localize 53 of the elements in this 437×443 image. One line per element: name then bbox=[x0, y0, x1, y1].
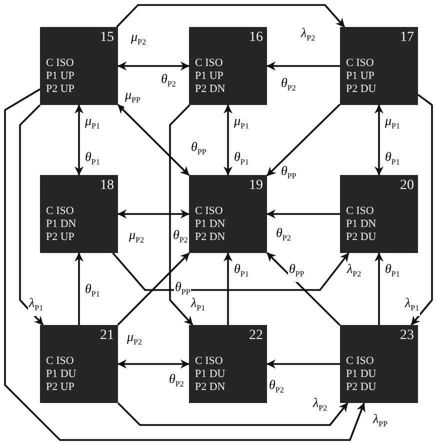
state-box bbox=[189, 325, 267, 403]
state-number: 20 bbox=[400, 178, 414, 194]
arrow bbox=[374, 252, 384, 325]
state-number: 23 bbox=[400, 328, 414, 344]
arrow bbox=[4, 88, 366, 441]
state-number: 21 bbox=[100, 328, 114, 344]
state-description: C ISO P1 UP P2 DN bbox=[195, 57, 226, 96]
state-description: C ISO P1 DN P2 DU bbox=[346, 205, 378, 244]
arrow bbox=[374, 104, 384, 176]
arrow bbox=[118, 62, 190, 70]
edge-label: θ$_{PP}$ bbox=[288, 262, 306, 282]
state-number: 18 bbox=[100, 178, 114, 194]
arrow bbox=[112, 252, 350, 291]
arrow bbox=[117, 104, 190, 176]
state-description: C ISO P1 DU P2 UP bbox=[46, 355, 78, 394]
arrow bbox=[266, 252, 341, 326]
state-box bbox=[340, 27, 418, 105]
state-box bbox=[40, 175, 118, 253]
state-box bbox=[189, 175, 267, 253]
arrow bbox=[169, 104, 194, 326]
arrow bbox=[410, 94, 433, 326]
arrow bbox=[266, 210, 340, 218]
arrow bbox=[74, 104, 84, 176]
arrow bbox=[118, 210, 190, 218]
state-description: C ISO P1 DU P2 DN bbox=[195, 355, 226, 394]
state-box bbox=[40, 27, 118, 105]
arrow bbox=[118, 360, 190, 368]
arrow bbox=[19, 104, 44, 326]
state-number: 22 bbox=[249, 328, 263, 344]
arrow bbox=[116, 4, 346, 28]
state-number: 15 bbox=[100, 30, 114, 46]
edge-label: λ$_{P1}$ bbox=[28, 296, 44, 316]
arrow bbox=[74, 252, 84, 325]
state-box bbox=[340, 175, 418, 253]
state-number: 17 bbox=[400, 30, 414, 46]
arrow bbox=[266, 104, 341, 176]
arrow bbox=[266, 62, 340, 70]
arrow bbox=[266, 360, 340, 368]
state-box bbox=[40, 325, 118, 403]
state-box bbox=[340, 325, 418, 403]
arrow bbox=[224, 104, 232, 176]
state-number: 16 bbox=[249, 30, 263, 46]
state-description: C ISO P1 DN P2 UP bbox=[46, 205, 78, 244]
arrow bbox=[117, 252, 190, 326]
state-description: C ISO P1 UP P2 DU bbox=[346, 57, 378, 96]
state-box bbox=[189, 27, 267, 105]
edge-label: λ$_{P1}$ bbox=[404, 296, 420, 316]
arrow bbox=[117, 402, 348, 426]
state-description: C ISO P1 DN P2 DN bbox=[195, 205, 226, 244]
state-number: 19 bbox=[249, 178, 263, 194]
arrow bbox=[224, 252, 232, 325]
state-description: C ISO P1 DU P2 DU bbox=[346, 355, 378, 394]
state-description: C ISO P1 UP P2 UP bbox=[46, 57, 76, 96]
